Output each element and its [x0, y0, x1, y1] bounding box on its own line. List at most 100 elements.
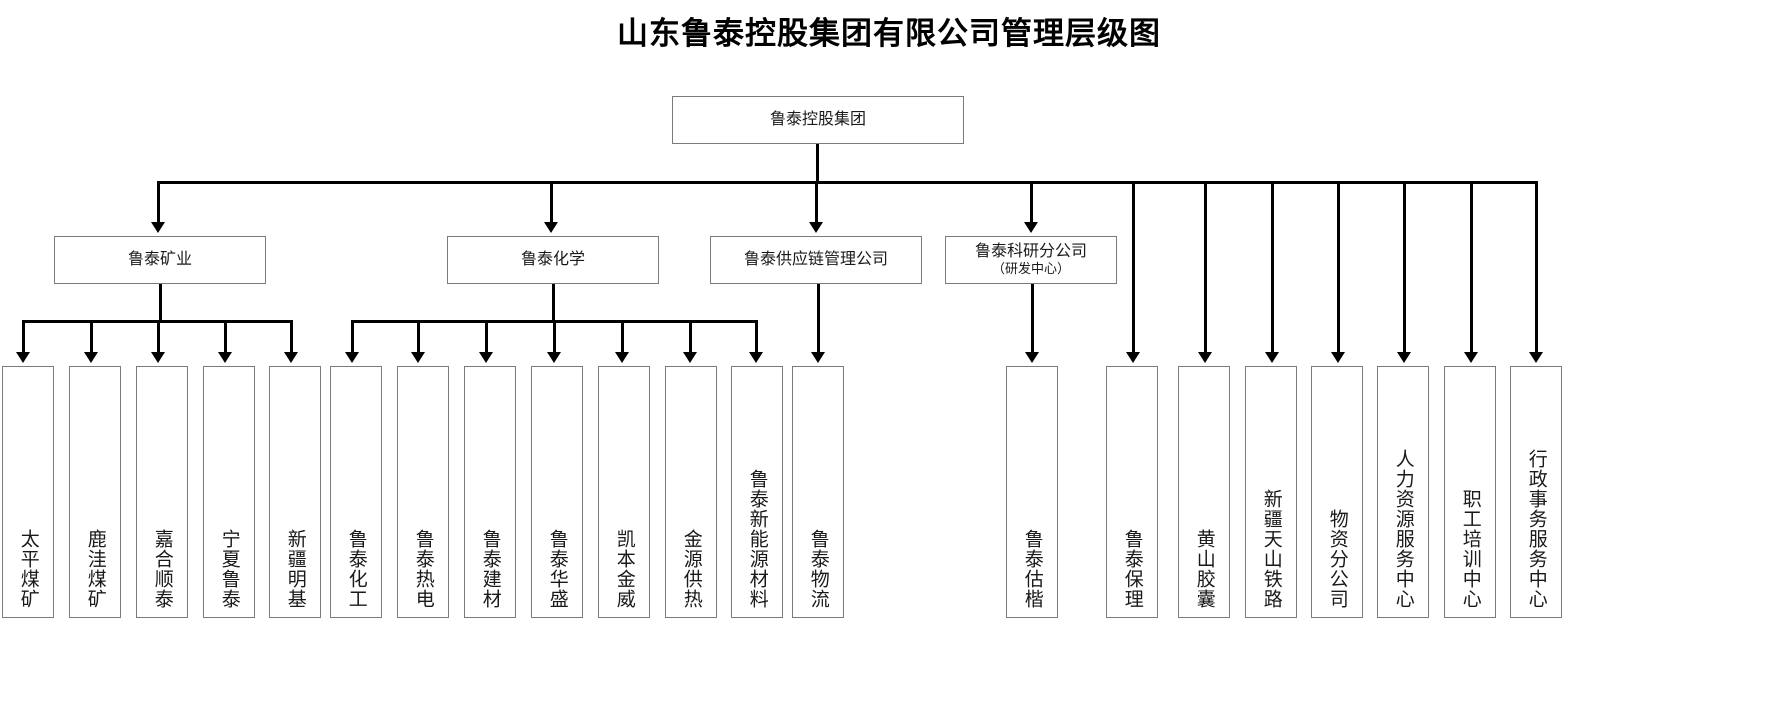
arrow-group-direct-3: [1331, 352, 1345, 363]
leaf-label: 黄山胶囊: [1193, 529, 1215, 609]
connector-mining-leaf-3: [224, 320, 227, 354]
leaf-lutai-new-energy-materials[interactable]: 鲁泰新能源材料: [731, 366, 783, 618]
leaf-xinjiang-tianshan-railway[interactable]: 新疆天山铁路: [1245, 366, 1297, 618]
node-supplychain[interactable]: 鲁泰供应链管理公司: [710, 236, 922, 284]
arrow-group-direct-0: [1126, 352, 1140, 363]
connector-chemistry-leaf-1: [417, 320, 420, 354]
connector-supplychain-leaf-0: [817, 284, 820, 354]
connector-root-drop: [816, 144, 819, 182]
leaf-taiping-coal[interactable]: 太平煤矿: [2, 366, 54, 618]
arrow-supplychain: [809, 222, 823, 233]
arrow-research-leaf-0: [1025, 352, 1039, 363]
arrow-chemistry-leaf-4: [615, 352, 629, 363]
leaf-staff-training-center[interactable]: 职工培训中心: [1444, 366, 1496, 618]
connector-mining-leaf-2: [157, 320, 160, 354]
connector-group-direct-5: [1470, 181, 1473, 354]
arrow-chemistry: [544, 222, 558, 233]
connector-group-direct-6: [1535, 181, 1538, 354]
connector-chemistry-leaf-4: [621, 320, 624, 354]
leaf-label: 太平煤矿: [17, 529, 39, 609]
arrow-mining-leaf-0: [16, 352, 30, 363]
leaf-label: 嘉合顺泰: [151, 529, 173, 609]
connector-group-direct-4: [1403, 181, 1406, 354]
node-root[interactable]: 鲁泰控股集团: [672, 96, 964, 144]
connector-bus-to-mining: [157, 181, 160, 224]
connector-group-direct-2: [1271, 181, 1274, 354]
page-title: 山东鲁泰控股集团有限公司管理层级图: [617, 16, 1161, 52]
arrow-mining: [151, 222, 165, 233]
leaf-jiaheshuntai[interactable]: 嘉合顺泰: [136, 366, 188, 618]
connector-group-direct-1: [1204, 181, 1207, 354]
arrow-chemistry-leaf-1: [411, 352, 425, 363]
node-research-label: 鲁泰科研分公司: [974, 243, 1087, 261]
node-research-sublabel: （研发中心）: [991, 260, 1070, 276]
node-research[interactable]: 鲁泰科研分公司 （研发中心）: [945, 236, 1117, 284]
leaf-label: 鲁泰物流: [807, 529, 829, 609]
connector-bus-to-supplychain: [815, 181, 818, 224]
leaf-label: 新疆天山铁路: [1260, 489, 1282, 609]
connector-research-leaf-0: [1031, 284, 1034, 354]
connector-main-bus: [157, 181, 1536, 184]
leaf-materials-branch[interactable]: 物资分公司: [1311, 366, 1363, 618]
leaf-admin-affairs-service-center[interactable]: 行政事务服务中心: [1510, 366, 1562, 618]
leaf-label: 金源供热: [680, 529, 702, 609]
connector-bus-to-research: [1030, 181, 1033, 224]
leaf-label: 宁夏鲁泰: [218, 529, 240, 609]
leaf-label: 人力资源服务中心: [1392, 449, 1414, 609]
node-chemistry-label: 鲁泰化学: [520, 250, 585, 268]
leaf-jinyuan-heating[interactable]: 金源供热: [665, 366, 717, 618]
leaf-label: 新疆明基: [284, 529, 306, 609]
node-mining[interactable]: 鲁泰矿业: [54, 236, 266, 284]
arrow-group-direct-1: [1198, 352, 1212, 363]
connector-mining-leaf-4: [290, 320, 293, 354]
arrow-group-direct-4: [1397, 352, 1411, 363]
connector-group-direct-3: [1337, 181, 1340, 354]
leaf-lutai-thermal-power[interactable]: 鲁泰热电: [397, 366, 449, 618]
leaf-label: 鹿洼煤矿: [84, 529, 106, 609]
arrow-supplychain-leaf-0: [811, 352, 825, 363]
leaf-lutai-factoring[interactable]: 鲁泰保理: [1106, 366, 1158, 618]
arrow-group-direct-6: [1529, 352, 1543, 363]
connector-mining-drop: [159, 284, 162, 322]
leaf-lutai-chemical[interactable]: 鲁泰化工: [330, 366, 382, 618]
arrow-group-direct-5: [1464, 352, 1478, 363]
leaf-xinjiang-mingji[interactable]: 新疆明基: [269, 366, 321, 618]
leaf-kaiben-jinwei[interactable]: 凯本金威: [598, 366, 650, 618]
arrow-mining-leaf-3: [218, 352, 232, 363]
leaf-label: 鲁泰估楷: [1021, 529, 1043, 609]
node-mining-label: 鲁泰矿业: [127, 250, 192, 268]
connector-chemistry-drop: [552, 284, 555, 322]
leaf-label: 鲁泰化工: [345, 529, 367, 609]
leaf-label: 鲁泰热电: [412, 529, 434, 609]
leaf-ningxia-lutai[interactable]: 宁夏鲁泰: [203, 366, 255, 618]
connector-group-direct-0: [1132, 181, 1135, 354]
leaf-label: 鲁泰新能源材料: [746, 469, 768, 609]
leaf-label: 职工培训中心: [1459, 489, 1481, 609]
connector-chemistry-leaf-3: [553, 320, 556, 354]
leaf-luwa-coal[interactable]: 鹿洼煤矿: [69, 366, 121, 618]
leaf-label: 鲁泰华盛: [546, 529, 568, 609]
arrow-chemistry-leaf-3: [547, 352, 561, 363]
connector-chemistry-leaf-2: [485, 320, 488, 354]
leaf-lutai-building-materials[interactable]: 鲁泰建材: [464, 366, 516, 618]
node-supplychain-label: 鲁泰供应链管理公司: [743, 250, 888, 268]
leaf-lutai-gukai[interactable]: 鲁泰估楷: [1006, 366, 1058, 618]
arrow-mining-leaf-2: [151, 352, 165, 363]
arrow-chemistry-leaf-0: [345, 352, 359, 363]
connector-chemistry-leaf-0: [351, 320, 354, 354]
node-chemistry[interactable]: 鲁泰化学: [447, 236, 659, 284]
leaf-lutai-huasheng[interactable]: 鲁泰华盛: [531, 366, 583, 618]
leaf-lutai-logistics[interactable]: 鲁泰物流: [792, 366, 844, 618]
leaf-huangshan-capsule[interactable]: 黄山胶囊: [1178, 366, 1230, 618]
node-root-label: 鲁泰控股集团: [769, 110, 866, 128]
connector-mining-leaf-1: [90, 320, 93, 354]
connector-chemistry-leaf-5: [689, 320, 692, 354]
connector-mining-leaf-0: [22, 320, 25, 354]
arrow-chemistry-leaf-5: [683, 352, 697, 363]
leaf-label: 鲁泰建材: [479, 529, 501, 609]
connector-chemistry-leaf-6: [755, 320, 758, 354]
leaf-label: 凯本金威: [613, 529, 635, 609]
leaf-hr-service-center[interactable]: 人力资源服务中心: [1377, 366, 1429, 618]
leaf-label: 物资分公司: [1326, 509, 1348, 609]
